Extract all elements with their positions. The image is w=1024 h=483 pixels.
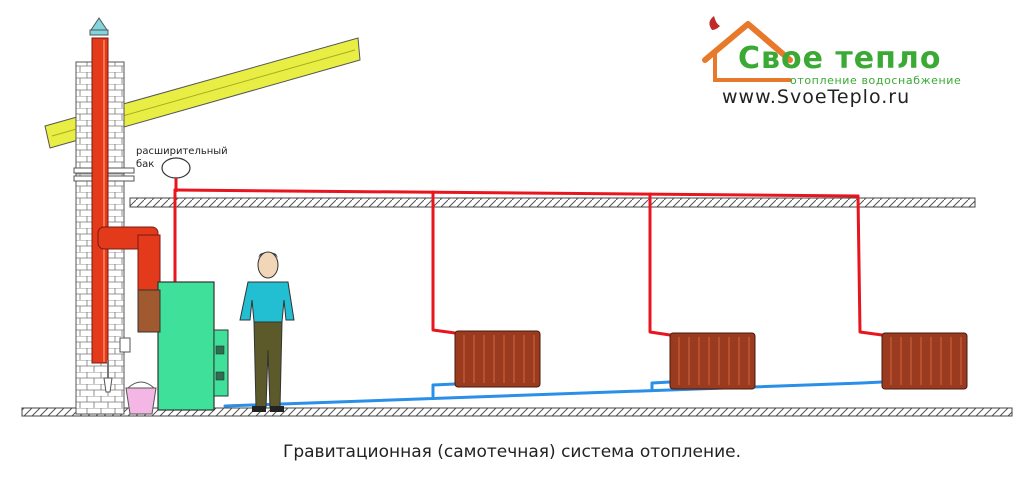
radiator-icon (454, 330, 541, 388)
radiator-icon (669, 332, 756, 390)
radiator-icon (881, 332, 968, 390)
house-logo-icon (702, 16, 793, 82)
diagram-caption: Гравитационная (самотечная) система отоп… (282, 442, 741, 462)
person-icon (239, 251, 295, 412)
floor (21, 407, 1013, 417)
flue-pipe (91, 37, 161, 364)
logo-url[interactable]: www.SvoeTeplo.ru (722, 86, 911, 108)
logo-tagline: отопление водоснабжение (790, 74, 962, 87)
logo-brand: Свое тепло (738, 41, 942, 76)
boiler-icon (137, 281, 229, 411)
bucket-icon (103, 360, 157, 415)
return-pipe (223, 380, 884, 408)
expansion-tank-icon (161, 157, 191, 192)
expansion-tank-label: расширительный бак (136, 146, 228, 170)
ceiling (129, 197, 976, 208)
supply-pipe (173, 188, 884, 337)
